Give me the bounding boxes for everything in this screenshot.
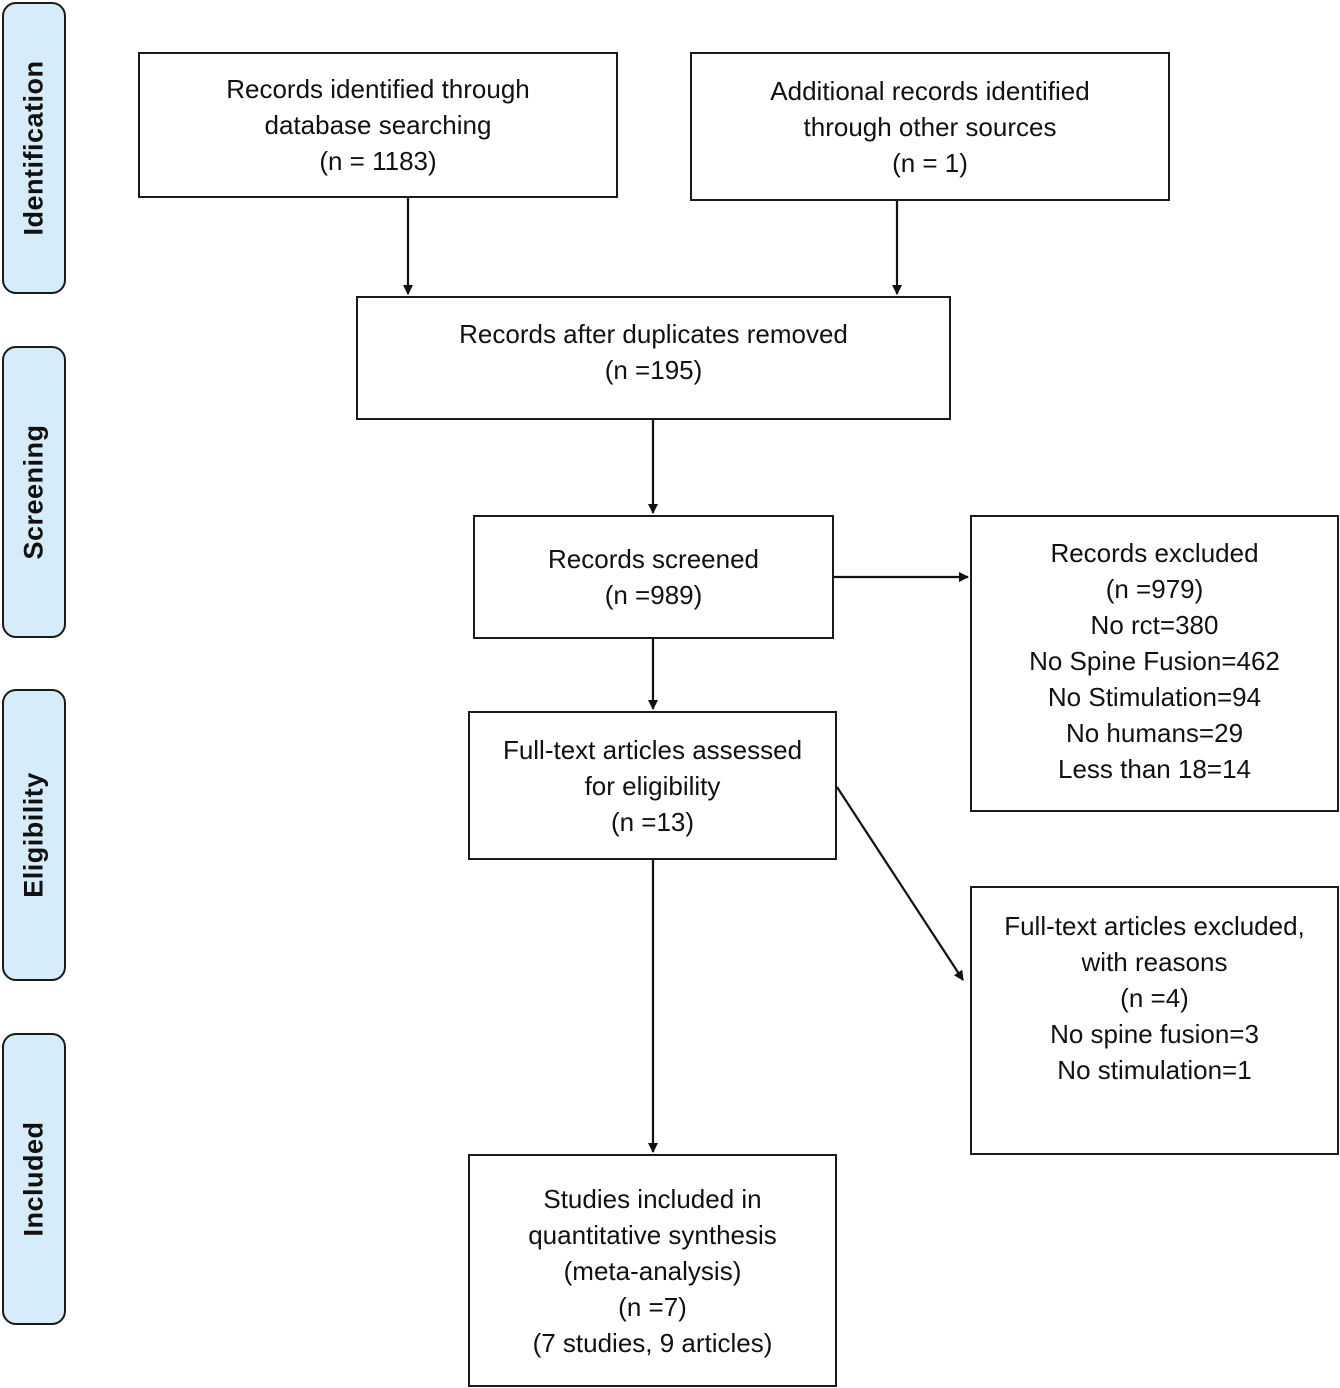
box-line: Records screened	[548, 544, 759, 574]
studies-included-box: Studies included in quantitative synthes…	[468, 1154, 837, 1387]
box-line: (7 studies, 9 articles)	[532, 1327, 773, 1358]
fulltext-assessed-box: Full-text articles assessed for eligibil…	[468, 711, 837, 860]
stage-included: Included	[2, 1033, 66, 1325]
box-line: No humans=29	[1065, 718, 1244, 748]
box-line: quantitative synthesis	[528, 1219, 777, 1250]
box-line: for eligibility	[584, 770, 721, 801]
box-line: (n =13)	[610, 806, 695, 837]
records-screened-box: Records screened (n =989)	[473, 515, 834, 639]
box-line: (n =4)	[1120, 983, 1189, 1013]
stage-label-screening: Screening	[18, 424, 49, 560]
box-line: Records identified through	[226, 74, 530, 104]
duplicates-removed-box: Records after duplicates removed (n =195…	[356, 296, 951, 420]
box-line: (n = 1)	[892, 147, 968, 178]
box-line: Full-text articles excluded,	[1004, 911, 1305, 941]
stage-eligibility: Eligibility	[2, 689, 66, 981]
stage-identification: Identification	[2, 2, 66, 294]
box-line: No spine fusion=3	[1050, 1019, 1259, 1049]
box-line: Records after duplicates removed	[459, 319, 848, 349]
box-line: No Stimulation=94	[1047, 682, 1262, 712]
arrow-assessed-to-fulltext-excluded	[836, 786, 964, 981]
box-line: (n =7)	[618, 1291, 687, 1322]
stage-label-eligibility: Eligibility	[18, 772, 49, 898]
box-line: database searching	[264, 110, 492, 140]
records-excluded-box: Records excluded (n =979) No rct=380 No …	[970, 515, 1339, 812]
box-line: No Spine Fusion=462	[1029, 646, 1280, 676]
stage-label-included: Included	[18, 1121, 49, 1237]
stage-label-identification: Identification	[18, 60, 49, 236]
box-line: Studies included in	[543, 1183, 762, 1214]
other-sources-box: Additional records identified through ot…	[690, 52, 1170, 201]
fulltext-excluded-box: Full-text articles excluded, with reason…	[970, 886, 1339, 1155]
box-line: (n =989)	[604, 580, 703, 610]
box-line: (meta-analysis)	[563, 1255, 742, 1286]
box-line: with reasons	[1081, 947, 1228, 977]
box-line: Less than 18=14	[1058, 754, 1251, 784]
box-line: (n =195)	[604, 355, 703, 385]
box-line: (n = 1183)	[319, 146, 437, 176]
box-line: No stimulation=1	[1057, 1055, 1252, 1085]
box-line: Full-text articles assessed	[502, 734, 803, 765]
box-line: Additional records identified	[770, 75, 1090, 106]
stage-screening: Screening	[2, 346, 66, 638]
box-line: Records excluded	[1050, 538, 1259, 568]
box-line: (n =979)	[1105, 574, 1204, 604]
database-records-box: Records identified through database sear…	[138, 52, 618, 198]
box-line: through other sources	[803, 111, 1057, 142]
box-line: No rct=380	[1090, 610, 1219, 640]
